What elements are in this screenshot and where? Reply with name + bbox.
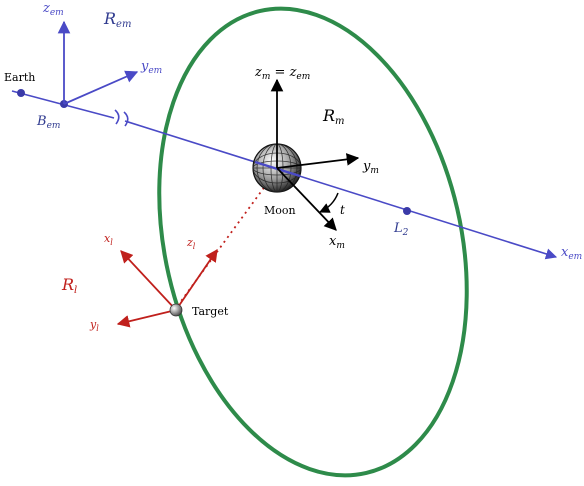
x-em-label: xem	[561, 245, 582, 262]
z-m-label: zm = zem	[254, 65, 310, 82]
y-em-label: yem	[140, 59, 162, 76]
target-sphere	[169, 303, 183, 317]
frame-m-label: Rm	[322, 106, 345, 127]
y-m-label: ym	[362, 159, 379, 176]
z-l-axis	[175, 248, 218, 311]
x-l-axis	[120, 250, 177, 311]
angle-t-label: t	[340, 203, 345, 217]
axis-break-mark	[114, 109, 129, 127]
frame-l-label: Rl	[61, 275, 77, 296]
earth-dot	[17, 89, 25, 97]
x-m-axis	[276, 167, 337, 231]
earth-label: Earth	[4, 71, 35, 84]
moon-label: Moon	[264, 204, 296, 217]
barycenter-label: Bem	[36, 114, 60, 131]
y-m-axis	[276, 153, 360, 169]
halo-orbit	[157, 6, 469, 478]
z-em-label: zem	[42, 1, 64, 18]
y-em-axis	[63, 70, 139, 105]
angle-t-arc	[319, 192, 339, 213]
y-l-label: yl	[89, 318, 99, 333]
x-em-axis-right	[124, 120, 558, 260]
x-l-label: xl	[104, 232, 113, 247]
y-l-axis	[116, 309, 177, 328]
target-label: Target	[192, 305, 229, 318]
l2-dot	[403, 207, 411, 215]
z-l-label: zl	[186, 236, 196, 251]
l2-label: L2	[393, 221, 409, 238]
x-m-label: xm	[329, 234, 345, 251]
frame-em-label: Rem	[103, 9, 131, 30]
